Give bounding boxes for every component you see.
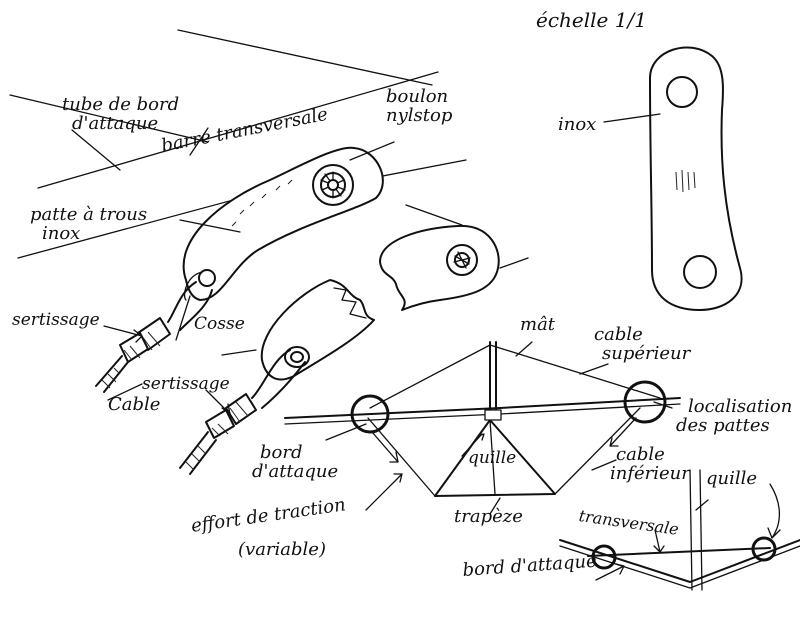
inox-label: inox <box>558 114 597 135</box>
tab-location-right <box>623 380 667 424</box>
tab-label: patte à trous inox <box>30 204 148 244</box>
cross-bar-tab <box>379 224 500 311</box>
crimping-label-1: sertissage <box>12 310 100 330</box>
leading-edge-tube-label: tube de bord d'attaque <box>62 94 180 134</box>
leading-edge-tube-label-line1: tube de bord <box>62 94 180 115</box>
upper-cable-label: cable supérieur <box>594 324 691 364</box>
leader-lines <box>71 113 661 415</box>
crimping-label-2: sertissage <box>142 374 230 394</box>
tab-location-left <box>350 394 390 434</box>
nylstop-bolt <box>312 164 354 206</box>
bolt-label: boulon nylstop <box>386 86 453 126</box>
location-label: localisation des pattes <box>676 396 793 436</box>
upper-cable-assembly <box>95 271 213 393</box>
tab-label-line2: inox <box>42 222 81 244</box>
scale-label: échelle 1/1 <box>536 8 647 32</box>
lower-cable-label-line1: cable <box>616 444 665 465</box>
thimble-label: Cosse <box>194 314 245 334</box>
location-label-line1: localisation <box>688 396 793 417</box>
leading-edge-tube-label-line2: d'attaque <box>72 112 159 134</box>
keel-right-label: quille <box>706 468 758 489</box>
lower-cable-assembly <box>179 349 306 475</box>
top-view-diagram <box>559 469 800 591</box>
stainless-plate-1-1 <box>649 46 743 311</box>
upper-cable-label-line2: supérieur <box>602 342 691 364</box>
trapeze-label: trapèze <box>454 506 523 527</box>
cable-label: Cable <box>108 394 161 415</box>
lower-cable-label-line2: inférieur <box>610 462 690 484</box>
bolt-label-line1: boulon <box>386 86 449 107</box>
front-view-diagram <box>284 341 681 515</box>
leading-edge-label-line1: bord <box>260 442 303 463</box>
mast-label: mât <box>520 314 556 335</box>
location-label-line2: des pattes <box>676 414 770 436</box>
keel-center-label: quille <box>468 448 517 468</box>
lower-cable-label: cable inférieur <box>610 444 690 484</box>
bolt-label-line2: nylstop <box>386 104 453 126</box>
lower-tab <box>260 279 375 381</box>
leading-edge-label: bord d'attaque <box>252 442 339 482</box>
upper-cable-label-line1: cable <box>594 324 643 345</box>
traction-label: effort de traction (variable) <box>190 494 347 560</box>
leading-edge-label-line2: d'attaque <box>252 460 339 482</box>
traction-label-line2: (variable) <box>238 538 326 560</box>
tab-label-line1: patte à trous <box>30 204 148 225</box>
perforated-tab <box>182 146 384 301</box>
